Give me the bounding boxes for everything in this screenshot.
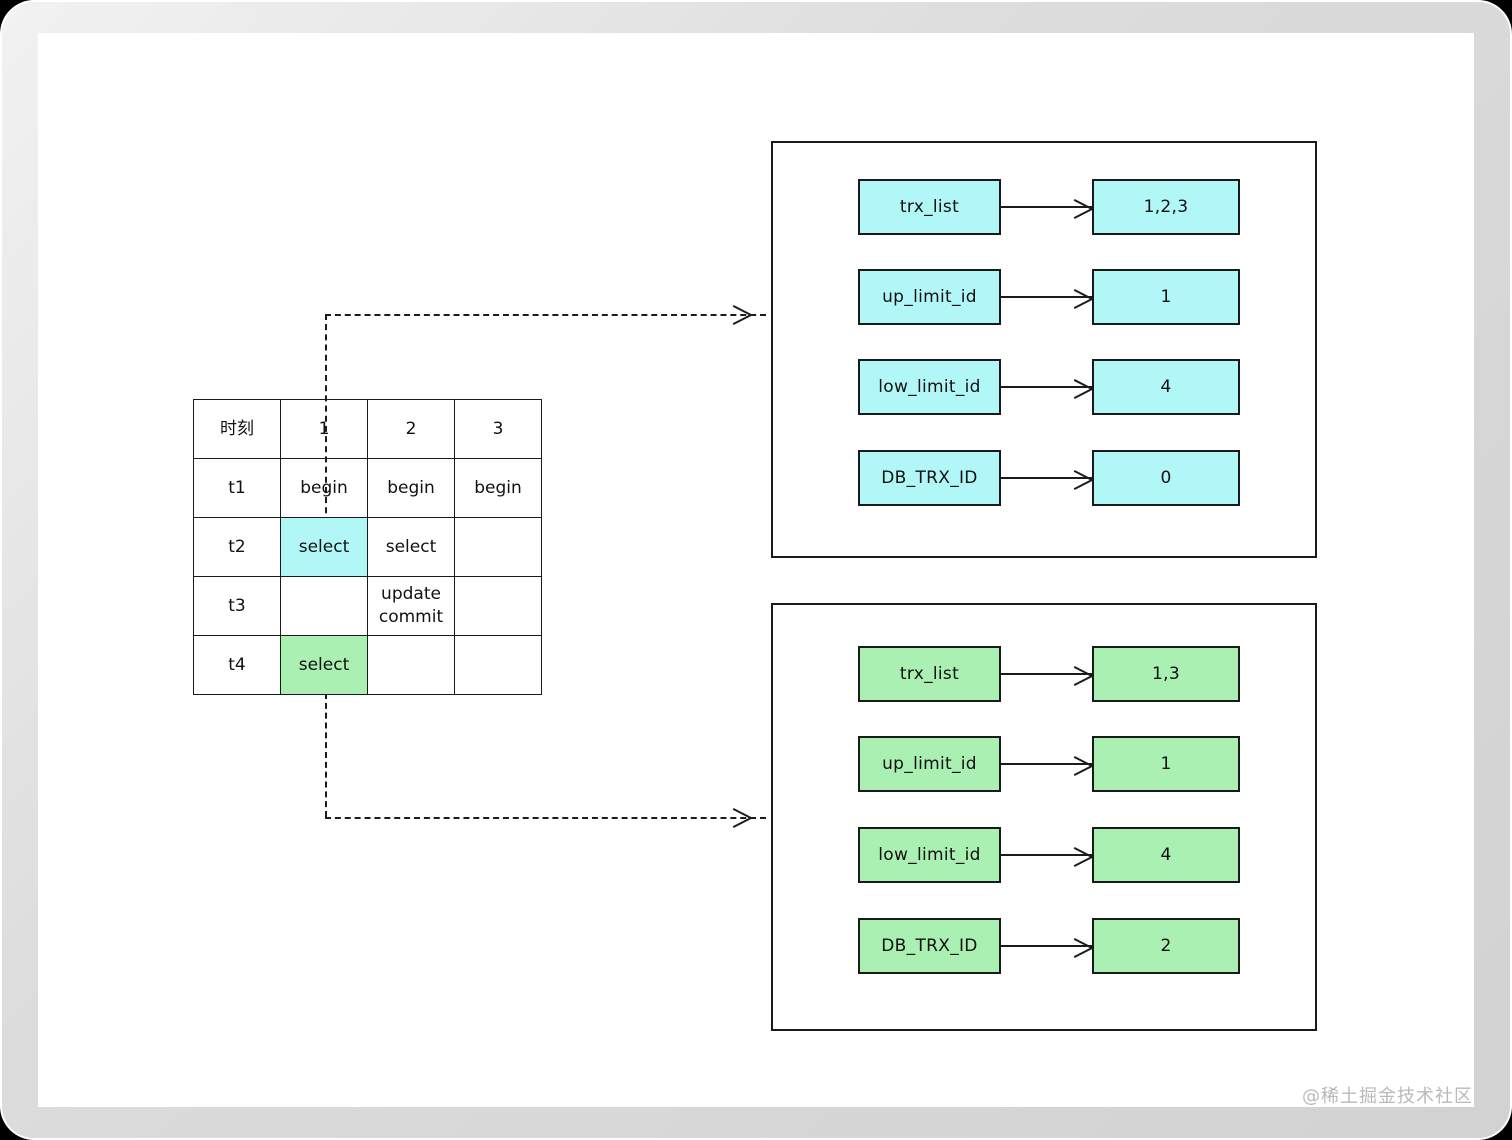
connector-t2-horizontal-segment <box>325 314 766 316</box>
kv-value-low-limit-id: 4 <box>1092 827 1240 883</box>
table-header-cell-time: 时刻 <box>193 399 281 459</box>
row-label-t3: t3 <box>193 576 281 636</box>
kv-value-trx-list: 1,3 <box>1092 646 1240 702</box>
transaction-timeline-table: 时刻 1 2 3 t1 begin begin begin t2 select … <box>193 399 542 695</box>
read-view-panel-t4: trx_list 1,3 up_limit_id 1 low_limit_id … <box>771 603 1317 1031</box>
cell-t4-trx2 <box>367 635 455 695</box>
kv-row: low_limit_id 4 <box>773 827 1315 883</box>
connector-t4-horizontal-segment <box>325 817 766 819</box>
kv-key-low-limit-id: low_limit_id <box>858 827 1001 883</box>
kv-row: trx_list 1,3 <box>773 646 1315 702</box>
kv-arrow-db-trx-id <box>1001 477 1092 479</box>
kv-row: low_limit_id 4 <box>773 359 1315 415</box>
read-view-panel-t2: trx_list 1,2,3 up_limit_id 1 low_limit_i… <box>771 141 1317 558</box>
kv-value-db-trx-id: 2 <box>1092 918 1240 974</box>
cell-t1-trx2: begin <box>367 458 455 518</box>
cell-t1-trx1: begin <box>280 458 368 518</box>
table-header-row: 时刻 1 2 3 <box>193 399 542 459</box>
kv-key-up-limit-id: up_limit_id <box>858 269 1001 325</box>
kv-value-up-limit-id: 1 <box>1092 736 1240 792</box>
kv-row: up_limit_id 1 <box>773 269 1315 325</box>
table-row: t4 select <box>193 635 542 695</box>
kv-value-trx-list: 1,2,3 <box>1092 179 1240 235</box>
row-label-t2: t2 <box>193 517 281 577</box>
cell-t2-trx3 <box>454 517 542 577</box>
kv-arrow-low-limit-id <box>1001 386 1092 388</box>
cell-t2-trx1: select <box>280 517 368 577</box>
row-label-t4: t4 <box>193 635 281 695</box>
kv-key-db-trx-id: DB_TRX_ID <box>858 918 1001 974</box>
cell-t3-trx2: update commit <box>367 576 455 636</box>
cell-t3-trx1 <box>280 576 368 636</box>
kv-key-low-limit-id: low_limit_id <box>858 359 1001 415</box>
kv-arrow-db-trx-id <box>1001 945 1092 947</box>
kv-arrow-trx-list <box>1001 673 1092 675</box>
cell-t3-trx3 <box>454 576 542 636</box>
row-label-t1: t1 <box>193 458 281 518</box>
table-header-cell-trx-3: 3 <box>454 399 542 459</box>
kv-key-up-limit-id: up_limit_id <box>858 736 1001 792</box>
cell-t4-trx3 <box>454 635 542 695</box>
table-row: t2 select select <box>193 517 542 577</box>
cell-t1-trx3: begin <box>454 458 542 518</box>
kv-value-db-trx-id: 0 <box>1092 450 1240 506</box>
kv-key-trx-list: trx_list <box>858 179 1001 235</box>
kv-row: DB_TRX_ID 0 <box>773 450 1315 506</box>
kv-arrow-up-limit-id <box>1001 763 1092 765</box>
table-header-cell-trx-2: 2 <box>367 399 455 459</box>
kv-value-up-limit-id: 1 <box>1092 269 1240 325</box>
cell-t2-trx2: select <box>367 517 455 577</box>
kv-value-low-limit-id: 4 <box>1092 359 1240 415</box>
kv-key-trx-list: trx_list <box>858 646 1001 702</box>
table-row: t3 update commit <box>193 576 542 636</box>
kv-key-db-trx-id: DB_TRX_ID <box>858 450 1001 506</box>
watermark: @稀土掘金技术社区 <box>1302 1086 1473 1107</box>
kv-arrow-trx-list <box>1001 206 1092 208</box>
kv-row: DB_TRX_ID 2 <box>773 918 1315 974</box>
kv-row: up_limit_id 1 <box>773 736 1315 792</box>
kv-arrow-low-limit-id <box>1001 854 1092 856</box>
cell-t4-trx1: select <box>280 635 368 695</box>
kv-row: trx_list 1,2,3 <box>773 179 1315 235</box>
table-row: t1 begin begin begin <box>193 458 542 518</box>
connector-t4-vertical-segment <box>325 693 327 817</box>
table-header-cell-trx-1: 1 <box>280 399 368 459</box>
kv-arrow-up-limit-id <box>1001 296 1092 298</box>
